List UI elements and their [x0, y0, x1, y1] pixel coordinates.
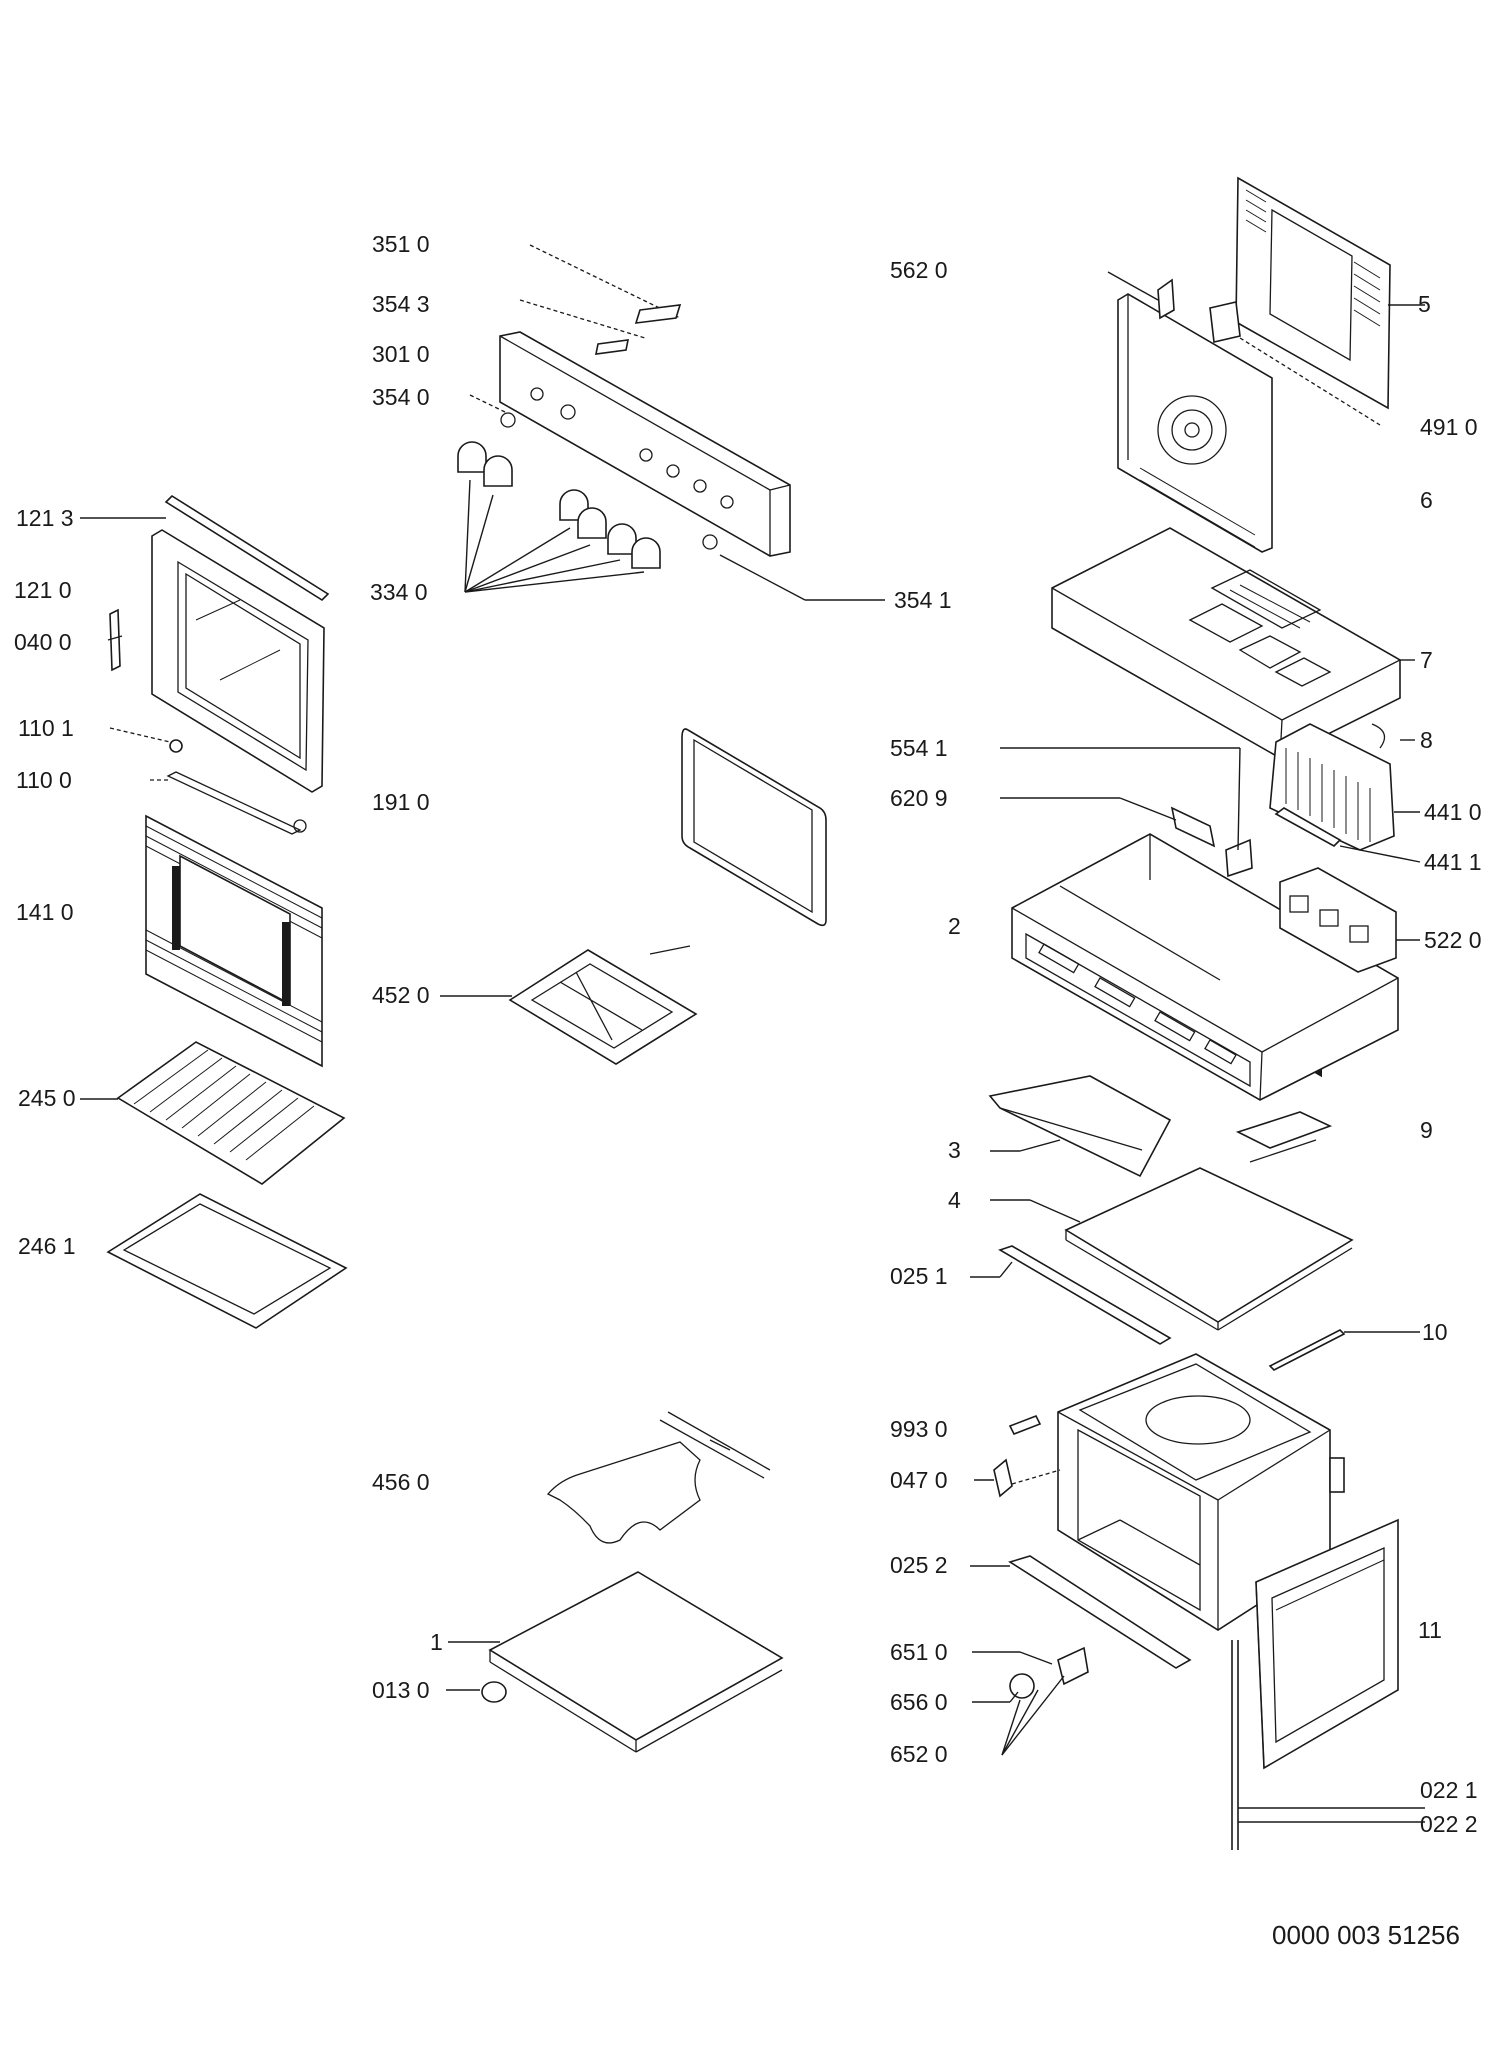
callout-047-0: 047 0: [890, 1467, 948, 1493]
baking-tray-246-1: [106, 1193, 348, 1329]
callout-491-0: 491 0: [1420, 414, 1478, 440]
control-tray-2: [1000, 747, 1420, 1101]
foot-013-0: [446, 1681, 507, 1703]
knob-656-0: [1009, 1673, 1035, 1699]
bottom-plate-3: [988, 1075, 1172, 1178]
rod-10: [1268, 1329, 1420, 1371]
grill-heater-452-0: [440, 945, 698, 1065]
callout-301-0: 301 0: [372, 341, 430, 367]
callout-4: 4: [948, 1187, 961, 1213]
callout-1: 1: [430, 1629, 443, 1655]
screw-110-1: [169, 739, 183, 753]
cavity-hinge: [1329, 1457, 1345, 1493]
hinge-110-0: [166, 771, 302, 835]
callout-354-0: 354 0: [372, 384, 430, 410]
control-panel-301-0: [499, 331, 791, 557]
callout-354-1: 354 1: [894, 587, 952, 613]
callout-110-1: 110 1: [18, 715, 74, 741]
shaft-441-1: [1274, 807, 1342, 847]
callout-441-0: 441 0: [1424, 799, 1482, 825]
callout-022-2: 022 2: [1420, 1811, 1478, 1837]
callout-456-0: 456 0: [372, 1469, 430, 1495]
pin-351-0: [634, 304, 682, 324]
clip-8: [1371, 723, 1386, 749]
inner-glass-141-0: [145, 814, 323, 1068]
callout-8: 8: [1420, 727, 1433, 753]
door-frame-121-0: [151, 529, 325, 793]
top-cover-7: [1051, 527, 1415, 759]
bottom-panel-1: [448, 1571, 784, 1753]
hinges-022: [1231, 1640, 1425, 1850]
callout-7: 7: [1420, 647, 1433, 673]
wire-rack-245-0: [80, 1041, 346, 1185]
oven-cavity: [974, 1353, 1345, 1631]
callout-656-0: 656 0: [890, 1689, 948, 1715]
rail-025-1: [970, 1245, 1172, 1345]
oven-door-group: [80, 494, 330, 835]
callout-10: 10: [1422, 1319, 1448, 1345]
side-door-11: [1255, 1518, 1399, 1770]
callout-554-1: 554 1: [890, 735, 948, 761]
switch-554-1: [1225, 838, 1253, 878]
callout-620-9: 620 9: [890, 785, 948, 811]
callout-441-1: 441 1: [1424, 849, 1482, 875]
callout-022-1: 022 1: [1420, 1777, 1478, 1803]
callout-121-0: 121 0: [14, 577, 72, 603]
callout-013-0: 013 0: [372, 1677, 430, 1703]
callout-6: 6: [1420, 487, 1433, 513]
callout-9: 9: [1420, 1117, 1433, 1143]
callout-141-0: 141 0: [16, 899, 74, 925]
callout-191-0: 191 0: [372, 789, 430, 815]
lock-047-0: [993, 1458, 1013, 1498]
callout-3: 3: [948, 1137, 961, 1163]
tangential-fan-441-0: [1269, 723, 1395, 851]
bracket-651-0: [1057, 1646, 1089, 1686]
screw-354-3: [594, 339, 630, 355]
callout-562-0: 562 0: [890, 257, 948, 283]
callout-993-0: 993 0: [890, 1416, 948, 1442]
callout-labels: 351 0 354 3 301 0 354 0 334 0 354 1 562 …: [14, 231, 1482, 1950]
callout-110-0: 110 0: [16, 767, 72, 793]
screw-354-1: [702, 534, 718, 550]
callout-121-3: 121 3: [16, 505, 74, 531]
control-panel-group: [457, 244, 885, 601]
bracket-562-0: [1157, 278, 1175, 320]
callout-522-0: 522 0: [1424, 927, 1482, 953]
fan-motor-491-0: [1209, 301, 1241, 343]
callout-351-0: 351 0: [372, 231, 430, 257]
rear-cover-5: [1235, 176, 1391, 410]
rail-025-2: [970, 1555, 1192, 1669]
callout-11: 11: [1418, 1617, 1442, 1643]
callout-334-0: 334 0: [370, 579, 428, 605]
callout-245-0: 245 0: [18, 1085, 76, 1111]
callout-025-1: 025 1: [890, 1263, 948, 1289]
callout-651-0: 651 0: [890, 1639, 948, 1665]
clip-993-0: [1008, 1414, 1042, 1436]
callout-652-0: 652 0: [890, 1741, 948, 1767]
callout-246-1: 246 1: [18, 1233, 76, 1259]
callout-452-0: 452 0: [372, 982, 430, 1008]
board-9: [1235, 1111, 1333, 1163]
handle-040-0: [109, 608, 121, 672]
door-trim-121-3: [164, 494, 330, 602]
terminal-620-9: [1170, 806, 1216, 848]
knob-assembly: [972, 1646, 1089, 1756]
callout-354-3: 354 3: [372, 291, 430, 317]
callout-5: 5: [1418, 291, 1431, 317]
callout-025-2: 025 2: [890, 1552, 948, 1578]
rear-glass-191-0: [681, 728, 827, 927]
screw-354-0: [500, 412, 516, 428]
callout-040-0: 040 0: [14, 629, 72, 655]
fan-heater-group: [1269, 723, 1421, 863]
callout-2: 2: [948, 913, 961, 939]
document-number: 0000 003 51256: [1272, 1920, 1460, 1950]
knobs-334-0: [457, 441, 661, 569]
inner-panel-4: [990, 1167, 1354, 1331]
lower-heater-456-0: [546, 1411, 771, 1544]
